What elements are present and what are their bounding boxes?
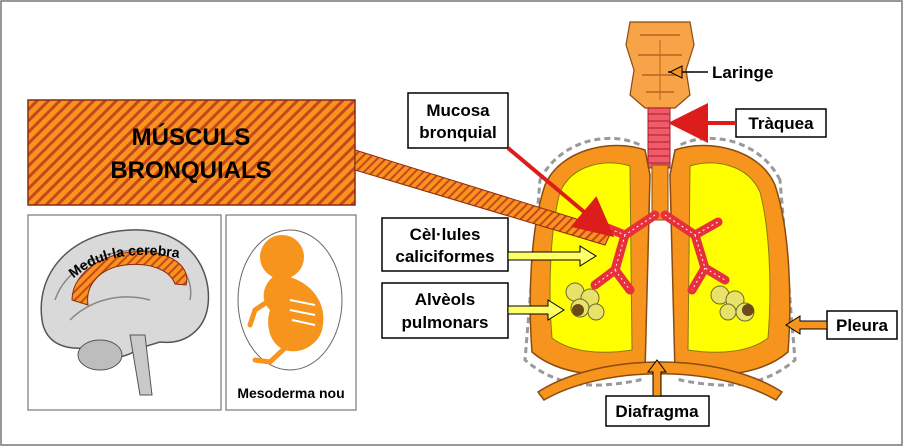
alveols-label-line2: pulmonars: [402, 313, 489, 332]
cellules-label-line1: Cèl·lules: [410, 225, 481, 244]
traquea-label: Tràquea: [748, 114, 814, 133]
laringe-label: Laringe: [712, 63, 773, 82]
title-line-1: MÚSCULS: [132, 123, 251, 151]
mucosa-label-line1: Mucosa: [426, 101, 490, 120]
pleura-label: Pleura: [836, 316, 889, 335]
diafragma-label: Diafragma: [615, 402, 699, 421]
embryo-icon: [238, 230, 342, 370]
title-box: [28, 100, 355, 205]
trachea-icon: [648, 108, 670, 168]
larynx-icon: [626, 22, 694, 108]
cellules-label-line2: caliciformes: [395, 247, 494, 266]
mucosa-label-line2: bronquial: [419, 123, 496, 142]
embryo-caption: Mesoderma nou: [237, 385, 344, 401]
alveols-label-line1: Alvèols: [415, 290, 475, 309]
title-line-2: BRONQUIALS: [110, 157, 271, 184]
